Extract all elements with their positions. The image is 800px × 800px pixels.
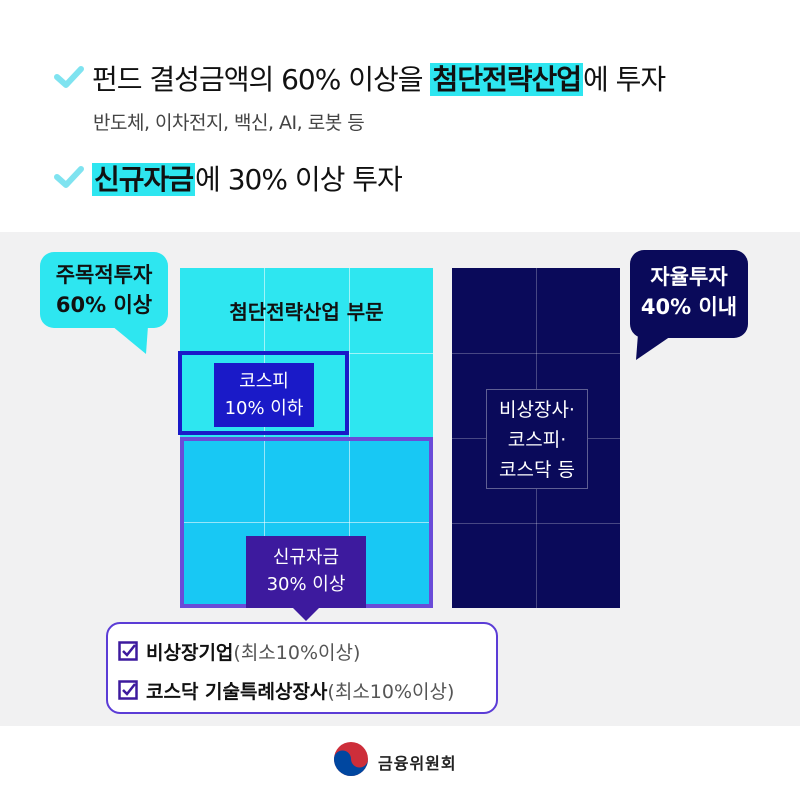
checkbox-checked-icon [118,641,138,661]
bubble-tail [636,334,674,360]
strategic-industry-title: 첨단전략산업 부문 [229,300,384,324]
autonomous-investment-line2: 40% 이내 [640,295,738,319]
checklist-item-2-note: (최소10%이상) [327,681,455,703]
autonomous-label-line3: 코스닥 등 [499,459,575,481]
headline-1: 펀드 결성금액의 60% 이상을 첨단전략산업에 투자 [92,58,666,98]
pointer-arrow [292,607,320,621]
autonomous-investment-line1: 자율투자 [650,265,728,289]
checklist-item-2: 코스닥 기술특례상장사(최소10%이상) [146,677,454,704]
checklist-item-1-note: (최소10%이상) [233,642,361,664]
grid-line [349,268,350,440]
headline-2-suffix: 에 30% 이상 투자 [195,163,403,196]
primary-investment-bubble: 주목적투자 60% 이상 [40,252,168,328]
kospi-label: 코스피 10% 이하 [214,363,314,427]
grid-line [452,353,620,354]
headline-1-highlight: 첨단전략산업 [430,63,583,96]
checklist-item-1: 비상장기업(최소10%이상) [146,638,360,665]
headline-1-prefix: 펀드 결성금액의 60% 이상을 [92,63,431,96]
primary-investment-line2: 60% 이상 [55,293,153,317]
new-funds-label-line2: 30% 이상 [266,574,346,595]
headline-2-highlight: 신규자금 [92,163,196,196]
headline-1-subtext: 반도체, 이차전지, 백신, AI, 로봇 등 [93,112,365,134]
kospi-outline [178,351,349,435]
autonomous-label-line1: 비상장사· [499,399,575,421]
org-name: 금융위원회 [378,754,457,773]
check-icon [54,66,84,88]
primary-investment-line1: 주목적투자 [55,263,153,287]
new-funds-label: 신규자금 30% 이상 [246,536,366,608]
autonomous-investment-bubble: 자율투자 40% 이내 [630,250,748,338]
headline-2: 신규자금에 30% 이상 투자 [92,158,403,198]
bubble-tail [112,326,148,354]
kospi-label-line1: 코스피 [239,371,289,392]
checklist-item-1-main: 비상장기업 [146,642,234,664]
kospi-label-line2: 10% 이하 [224,398,304,419]
taegeuk-logo-icon [334,742,368,776]
headline-1-suffix: 에 투자 [583,63,666,96]
autonomous-label-line2: 코스피· [507,429,567,451]
grid-line [452,523,620,524]
new-funds-label-line1: 신규자금 [272,547,340,568]
checklist-item-2-main: 코스닥 기술특례상장사 [146,681,328,703]
checklist-box [106,622,498,714]
checkbox-checked-icon [118,680,138,700]
grid-line [184,522,429,523]
check-icon [54,166,84,188]
autonomous-label: 비상장사· 코스피· 코스닥 등 [486,389,588,489]
